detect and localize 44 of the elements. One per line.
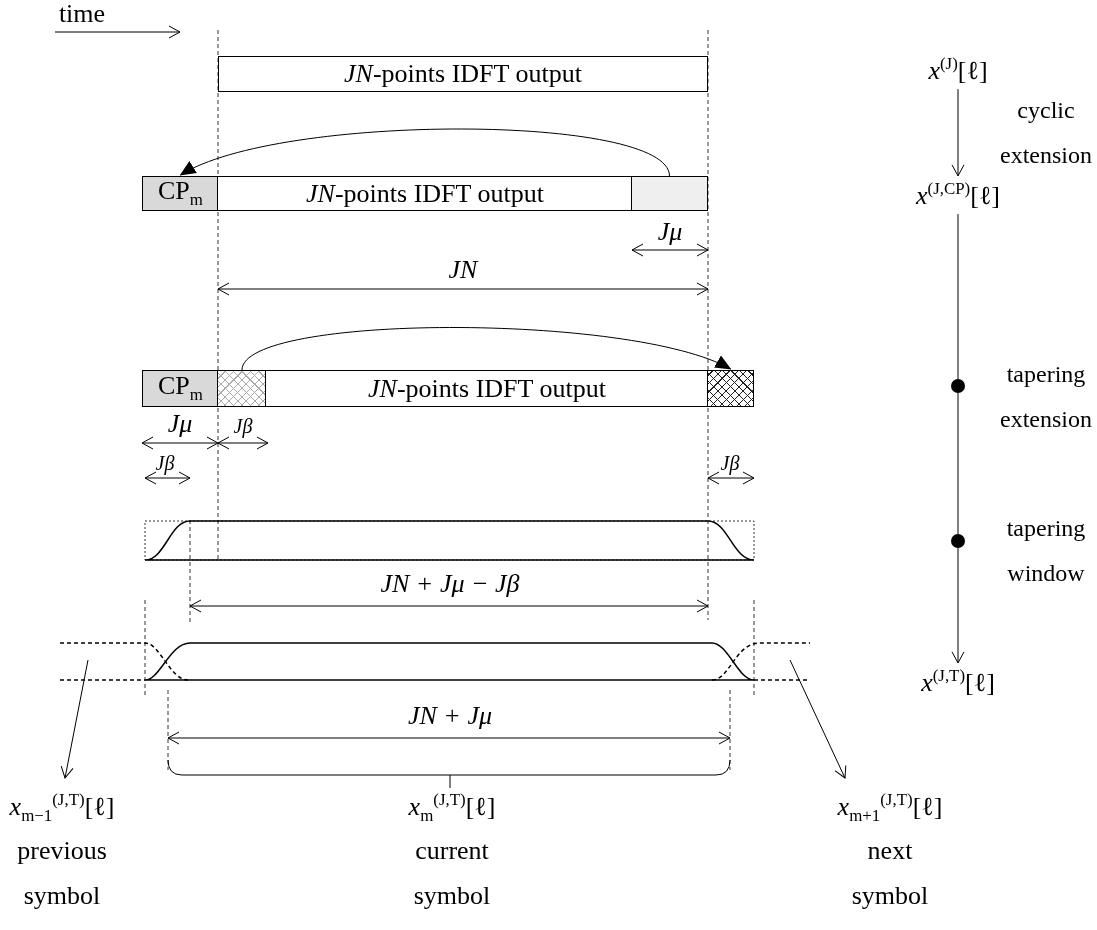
dimension-label: Jμ (167, 409, 193, 439)
symbol-caption: next symbol (850, 834, 930, 912)
signal-block (142, 176, 219, 211)
signal-expression: x$_{m}$$^{(J,T)}$[ℓ] (407, 790, 497, 826)
axis-label: time (58, 0, 106, 29)
arrow (241, 327, 732, 371)
signal-block (218, 56, 708, 92)
junction-dot (951, 379, 965, 393)
block-label: JN-points IDFT output (306, 178, 544, 209)
signal-expression: x$_{m−1}$$^{(J,T)}$[ℓ] (8, 790, 116, 826)
signal-expression: x$_{m+1}$$^{(J,T)}$[ℓ] (836, 790, 944, 826)
arrow (951, 547, 965, 664)
step-caption: tapering extension (999, 360, 1093, 434)
signal-expression: x$^{(J,T)}$[ℓ] (921, 666, 995, 698)
hatched-segment (217, 370, 267, 407)
leader-line (60, 659, 89, 779)
hatched-segment (707, 370, 754, 407)
dimension-label: Jβ (155, 452, 175, 474)
signal-block (265, 370, 709, 407)
block-label: CP$_{m}$ (158, 176, 203, 211)
signal-expression: x$^{(J)}$[ℓ] (928, 54, 988, 86)
edge-label: cyclic extension (999, 96, 1093, 170)
junction-dot (951, 534, 965, 548)
dimension-label: Jβ (720, 452, 740, 474)
block-label: JN-points IDFT output (344, 59, 582, 89)
signal-block (142, 370, 219, 407)
block-label: CP$_{m}$ (158, 371, 203, 406)
leader-line (789, 659, 847, 779)
symbol-caption: current symbol (412, 834, 492, 912)
arrow (951, 88, 965, 177)
dimension-label: Jβ (233, 415, 253, 437)
dimension-label: JN (448, 255, 478, 285)
step-caption: tapering window (1005, 514, 1087, 588)
signal-block (217, 176, 633, 211)
arrow (179, 128, 670, 177)
shaded-segment (631, 176, 708, 211)
dimension-label: Jμ (657, 217, 683, 247)
connector-line (957, 392, 959, 535)
signal-expression: x$^{(J,CP)}$[ℓ] (916, 179, 1000, 211)
dimension-label: JN + Jμ − Jβ (380, 569, 520, 599)
block-label: JN-points IDFT output (368, 373, 606, 404)
connector-line (957, 213, 959, 380)
dimension-label: JN + Jμ (408, 701, 492, 731)
symbol-caption: previous symbol (16, 834, 108, 912)
